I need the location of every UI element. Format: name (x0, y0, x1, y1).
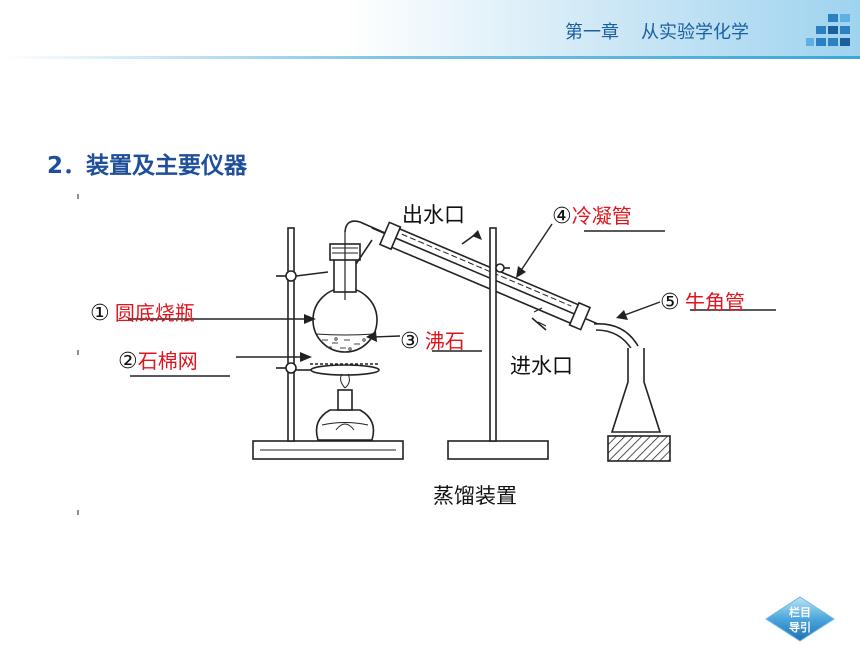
chapter-number: 第一章 (565, 22, 619, 43)
part-1-number: ① (90, 301, 110, 326)
part-2-label: ②石棉网 (118, 345, 198, 374)
part-2-name: 石棉网 (137, 349, 198, 373)
diagram-caption: 蒸馏装置 (433, 484, 517, 508)
chapter-title: 第一章 从实验学化学 (565, 18, 749, 44)
diamond-button-icon (765, 596, 835, 642)
nav-line-2: 导引 (789, 621, 811, 634)
part-5-number: ⑤ (660, 290, 680, 315)
part-4-name: 冷凝管 (571, 204, 632, 228)
part-4-label: ④冷凝管 (552, 200, 632, 229)
part-5-name: 牛角管 (684, 290, 745, 314)
outlet-label: 出水口 (402, 203, 465, 227)
section-heading: 2．装置及主要仪器 (47, 153, 248, 179)
part-3-number: ③ (400, 329, 420, 354)
inlet-label: 进水口 (510, 354, 573, 378)
grid-logo-icon (806, 14, 850, 46)
part-1-label: ① 圆底烧瓶 (90, 297, 195, 326)
nav-line-1: 栏目 (789, 606, 811, 619)
column-nav-button[interactable]: 栏目 导引 (765, 596, 835, 642)
header-bar (0, 0, 860, 58)
header-divider (0, 56, 860, 59)
part-4-number: ④ (552, 204, 572, 229)
chapter-name: 从实验学化学 (641, 22, 749, 43)
part-1-name: 圆底烧瓶 (114, 301, 195, 325)
part-3-name: 沸石 (424, 329, 465, 353)
part-3-label: ③ 沸石 (400, 325, 465, 354)
part-2-number: ② (118, 349, 138, 374)
part-5-label: ⑤ 牛角管 (660, 286, 745, 315)
